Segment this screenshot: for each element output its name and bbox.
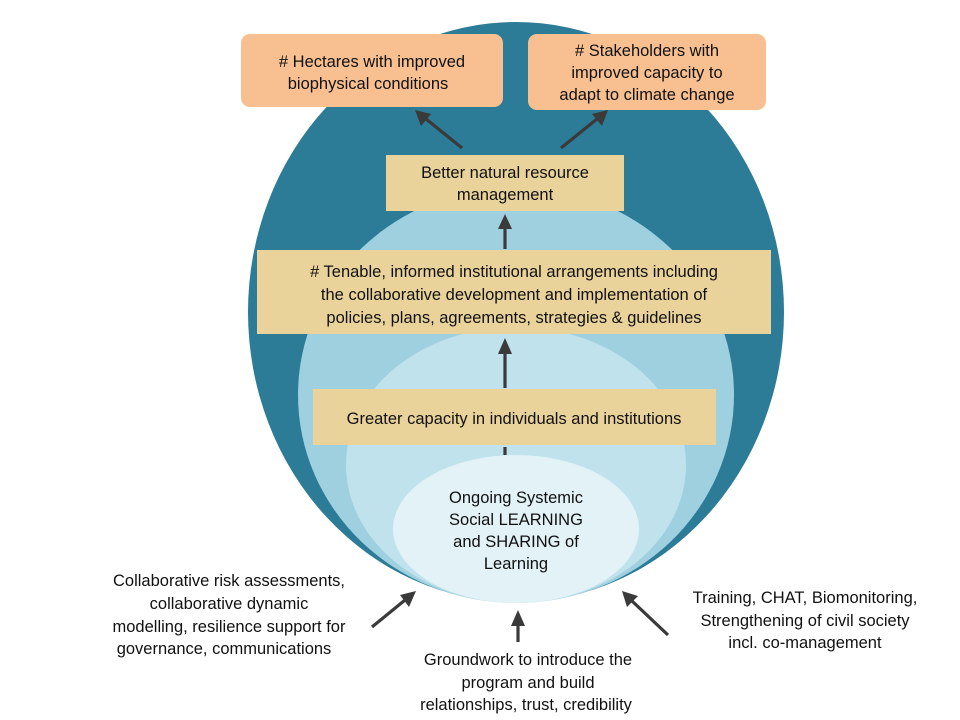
input-bottom: Groundwork to introduce the program and … [420, 651, 633, 714]
arrow-right-input [622, 591, 670, 637]
nrm-line-2: management [457, 186, 554, 204]
input-right-line-2: Strengthening of civil society [700, 612, 910, 630]
input-right-line-3: incl. co-management [728, 634, 882, 652]
input-bottom-line-1: Groundwork to introduce the [424, 651, 632, 669]
outcome-stakeholders-line-2: improved capacity to [571, 64, 722, 82]
institutional-box: # Tenable, informed institutional arrang… [257, 250, 771, 334]
core-line-4: Learning [484, 555, 548, 573]
input-bottom-line-3: relationships, trust, credibility [420, 696, 633, 714]
arrow-institutional-to-nrm [498, 214, 512, 249]
input-left-line-2: collaborative dynamic [150, 595, 309, 613]
input-right-line-1: Training, CHAT, Biomonitoring, [693, 589, 918, 607]
input-bottom-line-2: program and build [462, 674, 595, 692]
institutional-line-3: policies, plans, agreements, strategies … [326, 309, 701, 327]
arrow-capacity-to-institutional [498, 338, 512, 388]
input-left-line-1: Collaborative risk assessments, [113, 572, 345, 590]
outcome-stakeholders-line-1: # Stakeholders with [575, 42, 719, 60]
outcome-stakeholders: # Stakeholders with improved capacity to… [528, 34, 766, 110]
input-left-line-3: modelling, resilience support for [113, 618, 346, 636]
outcome-stakeholders-line-3: adapt to climate change [559, 86, 734, 104]
arrow-nrm-to-hectares [415, 110, 464, 150]
input-left-line-4: governance, communications [117, 640, 332, 658]
institutional-line-1: # Tenable, informed institutional arrang… [310, 263, 718, 281]
input-right: Training, CHAT, Biomonitoring, Strengthe… [693, 589, 918, 652]
nrm-line-1: Better natural resource [421, 164, 589, 182]
arrow-nrm-to-stakeholders [559, 110, 608, 150]
outcome-hectares-line-1: # Hectares with improved [279, 53, 465, 71]
core-learning: Ongoing Systemic Social LEARNING and SHA… [449, 489, 583, 573]
arrow-left-input [370, 591, 416, 629]
nrm-box: Better natural resource management [386, 155, 624, 211]
outcome-hectares: # Hectares with improved biophysical con… [241, 34, 503, 107]
arrow-bottom-input [511, 610, 525, 642]
capacity-box: Greater capacity in individuals and inst… [313, 389, 716, 445]
core-ellipse [393, 455, 639, 603]
capacity-line-1: Greater capacity in individuals and inst… [347, 410, 682, 428]
input-left: Collaborative risk assessments, collabor… [113, 572, 346, 658]
core-line-3: and SHARING of [453, 533, 579, 551]
outcome-hectares-line-2: biophysical conditions [288, 75, 449, 93]
core-line-1: Ongoing Systemic [449, 489, 583, 507]
core-line-2: Social LEARNING [449, 511, 583, 529]
institutional-line-2: the collaborative development and implem… [321, 286, 708, 304]
